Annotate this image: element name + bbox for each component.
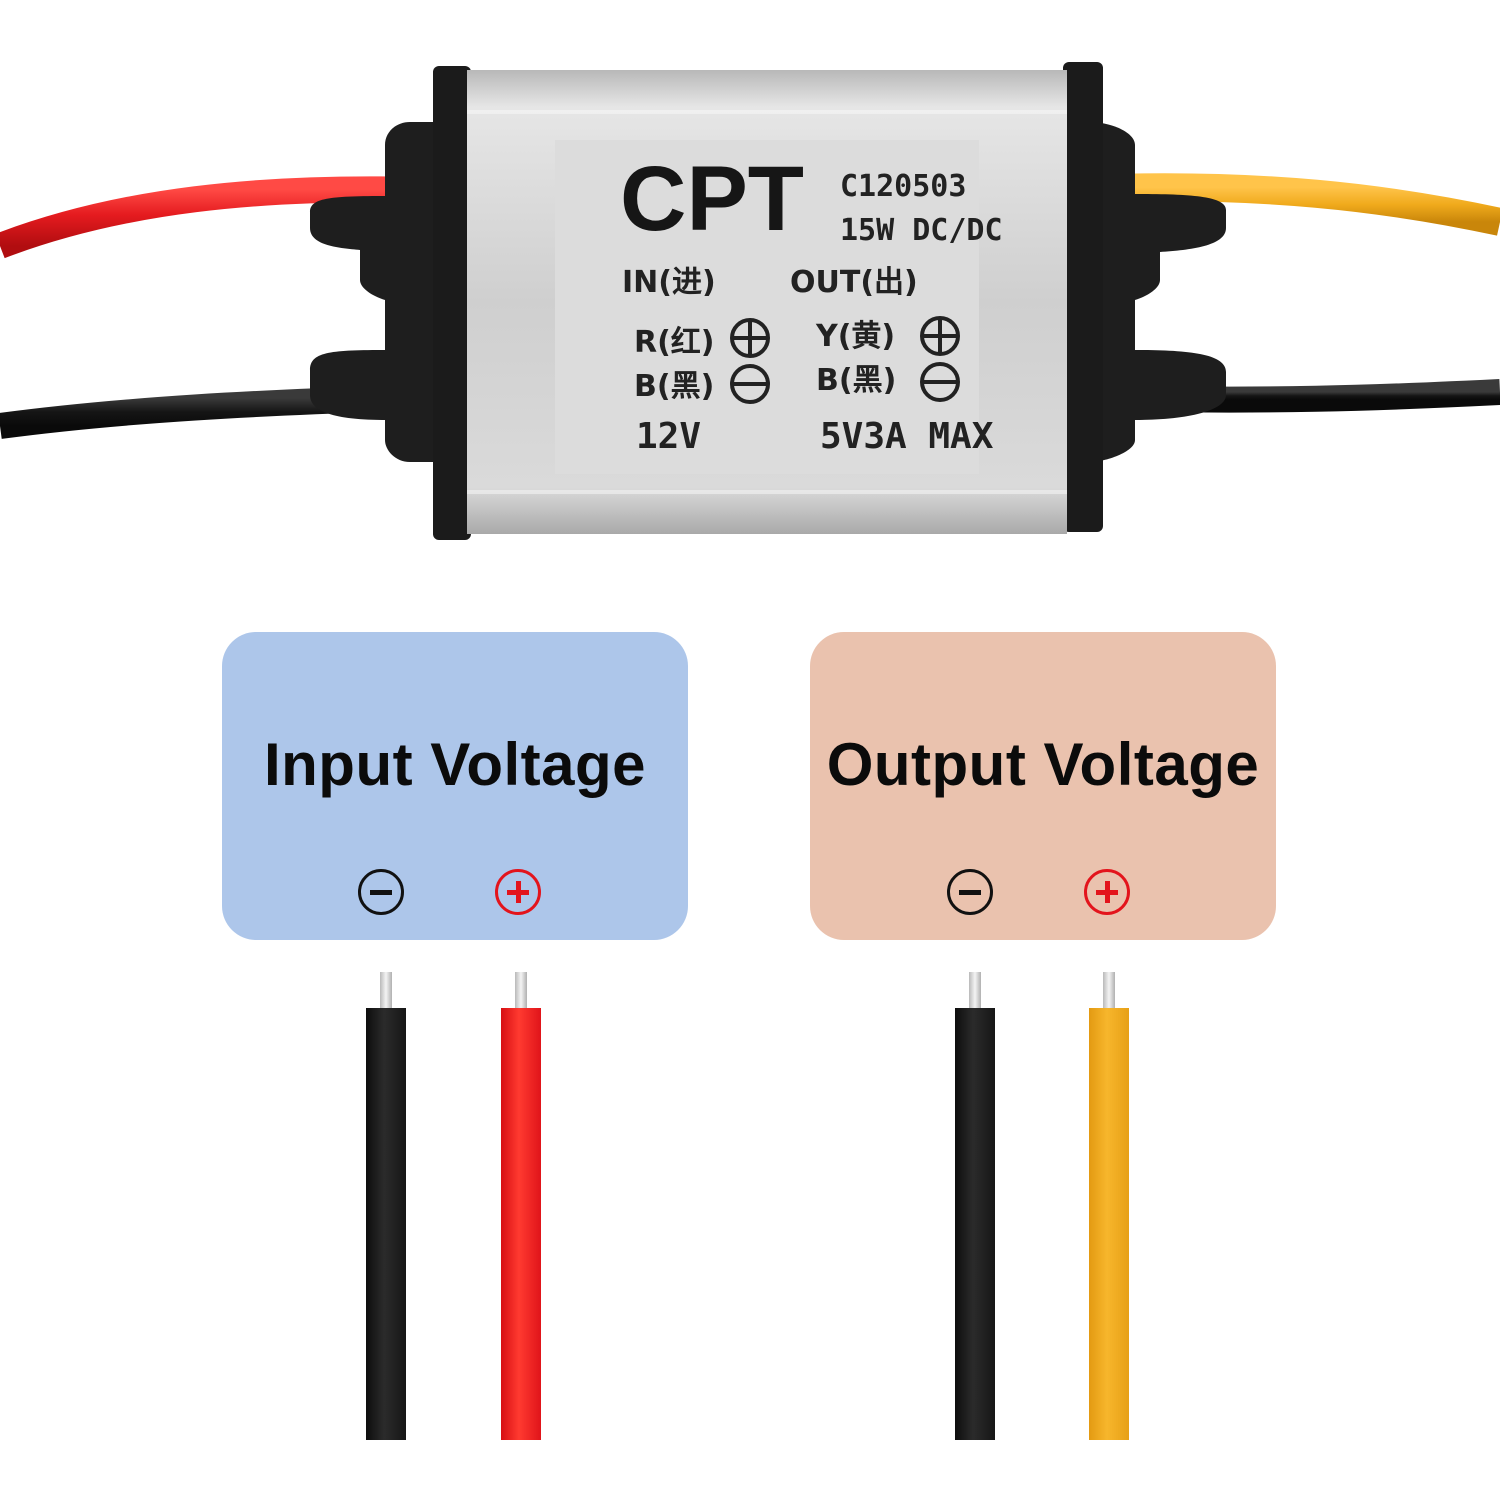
minus-circle-icon <box>947 869 993 915</box>
wire-insulation <box>955 1008 995 1440</box>
stripped-wire-tip <box>515 972 527 1010</box>
minus-circle-icon <box>358 869 404 915</box>
model-text: C120503 <box>840 169 966 204</box>
spec-label-sticker <box>555 140 979 474</box>
out-negative-label: B(黑) <box>816 363 896 398</box>
brand-text: CPT <box>620 148 804 250</box>
out-minus-icon <box>920 362 960 402</box>
left-end-cap <box>433 66 471 540</box>
stripped-wire-tip <box>380 972 392 1010</box>
plus-circle-icon <box>1084 869 1130 915</box>
right-end-cap <box>1063 62 1103 532</box>
input-voltage-card: Input Voltage <box>222 632 688 940</box>
in-minus-icon <box>730 364 770 404</box>
wire-insulation <box>1089 1008 1129 1440</box>
in-voltage-text: 12V <box>636 416 701 457</box>
stripped-wire-tip <box>969 972 981 1010</box>
out-plus-icon <box>920 316 960 356</box>
output-negative-black-wire <box>955 972 995 1440</box>
output-voltage-title: Output Voltage <box>826 731 1260 798</box>
in-plus-icon <box>730 318 770 358</box>
out-positive-label: Y(黄) <box>815 319 895 354</box>
out-label: OUT(出) <box>790 265 918 300</box>
out-spec-text: 5V3A MAX <box>820 416 994 457</box>
input-positive-red-wire <box>501 972 541 1440</box>
rating-text: 15W DC/DC <box>840 213 1003 248</box>
stripped-wire-tip <box>1103 972 1115 1010</box>
input-red-wire <box>0 176 421 259</box>
output-yellow-wire <box>1109 173 1500 236</box>
input-negative-black-wire <box>366 972 406 1440</box>
input-voltage-title: Input Voltage <box>263 731 647 798</box>
in-negative-label: B(黑) <box>634 369 714 404</box>
wire-insulation <box>501 1008 541 1440</box>
plus-circle-icon <box>495 869 541 915</box>
output-positive-yellow-wire <box>1089 972 1129 1440</box>
converter-module: CPT C120503 15W DC/DC IN(进) OUT(出) R(红) … <box>0 62 1500 540</box>
in-label: IN(进) <box>622 265 716 300</box>
in-positive-label: R(红) <box>634 325 715 360</box>
output-voltage-card: Output Voltage <box>810 632 1276 940</box>
left-strain-relief <box>310 122 470 462</box>
wire-insulation <box>366 1008 406 1440</box>
